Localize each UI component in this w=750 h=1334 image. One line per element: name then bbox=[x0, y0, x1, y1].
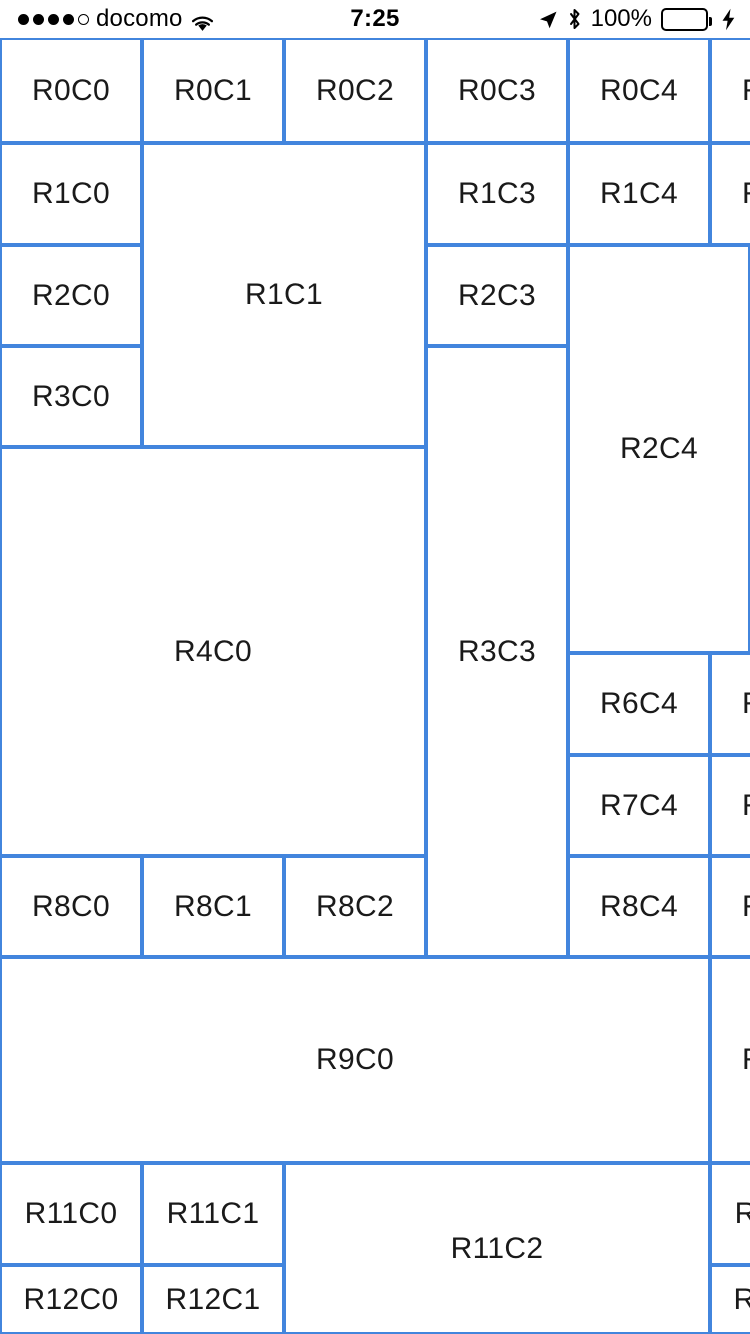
grid-cell-label: R7C5 bbox=[742, 789, 750, 823]
grid-cell-r11c0[interactable]: R11C0 bbox=[0, 1163, 142, 1265]
grid-cell-label: R8C5 bbox=[742, 890, 750, 924]
grid-cell-r11c2[interactable]: R11C2 bbox=[284, 1163, 710, 1334]
grid-cell-r2c3[interactable]: R2C3 bbox=[426, 245, 568, 346]
grid-cell-label: R12C1 bbox=[165, 1282, 261, 1316]
grid-cell-label: R0C4 bbox=[600, 73, 678, 107]
grid-cell-label: R11C1 bbox=[166, 1197, 260, 1230]
grid-cell-r8c0[interactable]: R8C0 bbox=[0, 856, 142, 957]
grid-cell-label: R1C4 bbox=[600, 177, 678, 210]
grid-cell-label: R1C5 bbox=[742, 177, 750, 211]
grid-cell-label: R8C4 bbox=[600, 889, 678, 923]
grid-cell-label: R3C0 bbox=[32, 379, 110, 413]
signal-dot bbox=[78, 13, 89, 25]
grid-cell-r8c4[interactable]: R8C4 bbox=[568, 856, 710, 957]
signal-dot bbox=[48, 13, 59, 25]
layout-grid: R0C0 R0C1 R0C2 R0C3 R0C4 R0C5R1C0R1C1 R1C3 R1C4… bbox=[0, 38, 750, 1334]
signal-strength-dots bbox=[18, 13, 89, 25]
grid-cell-label: R8C2 bbox=[316, 889, 394, 923]
grid-cell-r1c0[interactable]: R1C0 bbox=[0, 143, 142, 245]
grid-cell-r12c0[interactable]: R12C0 bbox=[0, 1265, 142, 1334]
grid-cell-r1c3[interactable]: R1C3 bbox=[426, 143, 568, 245]
grid-cell-r0c2[interactable]: R0C2 bbox=[284, 38, 426, 143]
signal-dot bbox=[18, 13, 29, 25]
grid-cell-r3c0[interactable]: R3C0 bbox=[0, 346, 142, 447]
grid-cell-label: R7C4 bbox=[600, 788, 678, 822]
status-bar: docomo 7:25 100% bbox=[0, 0, 750, 38]
grid-cell-r0c4[interactable]: R0C4 bbox=[568, 38, 710, 143]
wifi-icon bbox=[190, 12, 215, 31]
grid-cell-r11c5[interactable]: R11C5 bbox=[710, 1163, 750, 1265]
grid-cell-r9c5[interactable]: R9C5 bbox=[710, 957, 750, 1163]
grid-cell-r2c4[interactable]: R2C4 bbox=[568, 245, 750, 653]
grid-cell-r7c5[interactable]: R7C5 bbox=[710, 755, 750, 856]
grid-cell-r0c5[interactable]: R0C5 bbox=[710, 38, 750, 143]
grid-cell-r1c5[interactable]: R1C5 bbox=[710, 143, 750, 245]
grid-cell-r12c1[interactable]: R12C1 bbox=[142, 1265, 284, 1334]
grid-cell-r9c0[interactable]: R9C0 bbox=[0, 957, 710, 1163]
grid-cell-label: R0C1 bbox=[174, 73, 252, 107]
grid-cell-label: R9C0 bbox=[316, 1043, 394, 1076]
grid-cell-r7c4[interactable]: R7C4 bbox=[568, 755, 710, 856]
grid-cell-r3c3[interactable]: R3C3 bbox=[426, 346, 568, 957]
grid-cell-label: R6C5 bbox=[742, 687, 750, 721]
grid-cell-label: R2C4 bbox=[620, 432, 698, 465]
battery-percentage: 100% bbox=[590, 5, 652, 32]
status-bar-right: 100% bbox=[538, 0, 736, 38]
grid-cell-label: R2C3 bbox=[458, 278, 536, 312]
grid-cell-r0c1[interactable]: R0C1 bbox=[142, 38, 284, 143]
grid-cell-label: R11C2 bbox=[450, 1231, 544, 1265]
grid-cell-r8c2[interactable]: R8C2 bbox=[284, 856, 426, 957]
bluetooth-icon bbox=[567, 8, 582, 30]
grid-cell-r0c3[interactable]: R0C3 bbox=[426, 38, 568, 143]
grid-cell-label: R2C0 bbox=[32, 278, 110, 312]
grid-cell-label: R11C5 bbox=[735, 1197, 750, 1231]
status-bar-left: docomo bbox=[18, 0, 215, 38]
grid-cell-label: R0C3 bbox=[458, 73, 536, 107]
lightning-bolt-icon bbox=[721, 8, 736, 31]
clock-time: 7:25 bbox=[350, 5, 400, 32]
status-bar-center: 7:25 bbox=[0, 0, 750, 38]
grid-cell-label: R4C0 bbox=[174, 634, 252, 668]
grid-cell-label: R12C5 bbox=[734, 1283, 750, 1317]
grid-cell-label: R0C2 bbox=[316, 73, 394, 107]
grid-cell-label: R8C0 bbox=[32, 889, 110, 923]
grid-cell-r4c0[interactable]: R4C0 bbox=[0, 447, 426, 856]
battery-full-icon bbox=[661, 7, 712, 31]
grid-cell-r6c4[interactable]: R6C4 bbox=[568, 653, 710, 755]
grid-cell-label: R3C3 bbox=[458, 634, 536, 668]
grid-cell-r12c5[interactable]: R12C5 bbox=[710, 1265, 750, 1334]
grid-cell-label: R9C5 bbox=[742, 1043, 750, 1077]
grid-cell-label: R1C0 bbox=[32, 177, 110, 210]
carrier-name: docomo bbox=[96, 5, 183, 32]
grid-cell-r1c1[interactable]: R1C1 bbox=[142, 143, 426, 447]
grid-cell-label: R0C0 bbox=[32, 73, 110, 107]
grid-cell-label: R12C0 bbox=[23, 1282, 119, 1316]
grid-cell-label: R1C1 bbox=[245, 278, 323, 311]
grid-cell-r0c0[interactable]: R0C0 bbox=[0, 38, 142, 143]
grid-cell-r2c0[interactable]: R2C0 bbox=[0, 245, 142, 346]
grid-cell-label: R6C4 bbox=[600, 687, 678, 720]
grid-cell-r11c1[interactable]: R11C1 bbox=[142, 1163, 284, 1265]
grid-cell-label: R0C5 bbox=[742, 74, 750, 108]
grid-cell-r8c5[interactable]: R8C5 bbox=[710, 856, 750, 957]
grid-cell-label: R1C3 bbox=[458, 177, 536, 210]
signal-dot bbox=[63, 13, 74, 25]
location-arrow-icon bbox=[538, 9, 558, 29]
grid-cell-r8c1[interactable]: R8C1 bbox=[142, 856, 284, 957]
grid-cell-label: R11C0 bbox=[24, 1197, 118, 1230]
signal-dot bbox=[33, 13, 44, 25]
grid-cell-r6c5[interactable]: R6C5 bbox=[710, 653, 750, 755]
grid-cell-label: R8C1 bbox=[174, 889, 252, 923]
grid-cell-r1c4[interactable]: R1C4 bbox=[568, 143, 710, 245]
